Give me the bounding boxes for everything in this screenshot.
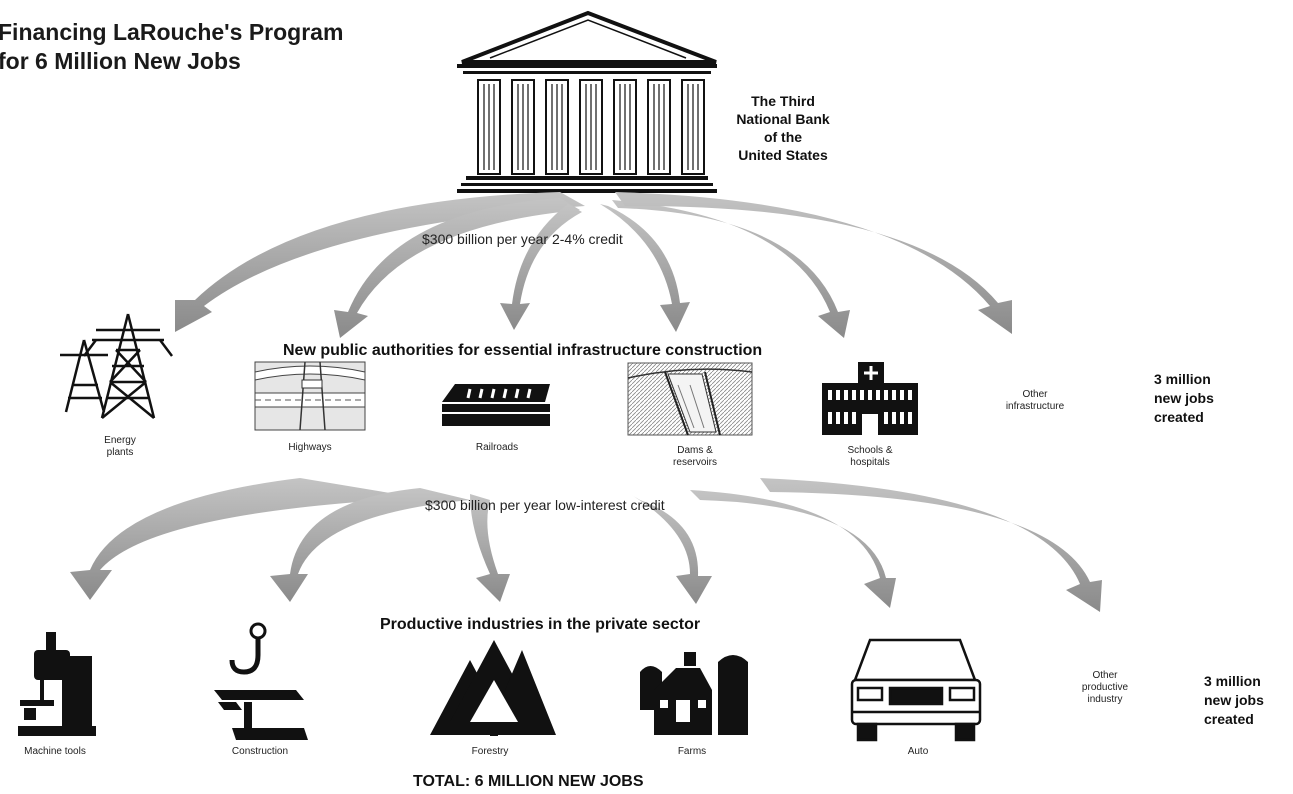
machine-tool-icon xyxy=(18,632,96,736)
credit-bottom-label: $300 billion per year low-interest credi… xyxy=(425,497,665,513)
caption-forestry: Forestry xyxy=(471,746,509,757)
total-jobs: TOTAL: 6 MILLION NEW JOBS xyxy=(413,773,644,790)
caption-farms: Farms xyxy=(677,746,707,757)
railroad-icon xyxy=(442,384,550,426)
dam-icon xyxy=(627,362,753,436)
caption-railroads: Railroads xyxy=(475,442,519,453)
building-icon xyxy=(822,362,918,435)
caption-schools-hospitals: Schools & hospitals xyxy=(847,445,893,468)
title-line-2: for 6 Million New Jobs xyxy=(0,48,241,74)
caption-other-infrastructure: Other infrastructure xyxy=(1005,389,1065,412)
pine-tree-icon xyxy=(430,640,556,736)
bank-label: The Third National Bank of the United St… xyxy=(736,93,830,163)
power-tower-icon xyxy=(60,313,173,419)
caption-machine-tools: Machine tools xyxy=(24,746,86,757)
caption-highways: Highways xyxy=(288,442,332,453)
crane-beam-icon xyxy=(214,622,308,740)
caption-dams-reservoirs: Dams & reservoirs xyxy=(673,445,717,468)
barn-silo-icon xyxy=(640,652,748,735)
credit-arrows-bottom xyxy=(70,478,1102,612)
bank-building-icon xyxy=(457,10,717,193)
jobs-infrastructure: 3 million new jobs created xyxy=(1154,371,1214,425)
jobs-industry: 3 million new jobs created xyxy=(1204,673,1264,727)
caption-energy-plants: Energy plants xyxy=(104,435,136,458)
credit-arrows-top xyxy=(175,192,1012,338)
car-icon xyxy=(850,638,982,742)
infrastructure-header: New public authorities for essential inf… xyxy=(283,342,763,359)
title-line-1: Financing LaRouche's Program xyxy=(0,19,344,45)
caption-auto: Auto xyxy=(907,746,929,757)
caption-other-productive-industry: Other productive industry xyxy=(1081,670,1129,705)
diagram-title: Financing LaRouche's Program for 6 Milli… xyxy=(0,18,343,76)
highway-icon xyxy=(254,361,366,431)
credit-top-label: $300 billion per year 2-4% credit xyxy=(422,231,623,247)
industry-header: Productive industries in the private sec… xyxy=(380,616,701,633)
caption-construction: Construction xyxy=(231,746,289,757)
